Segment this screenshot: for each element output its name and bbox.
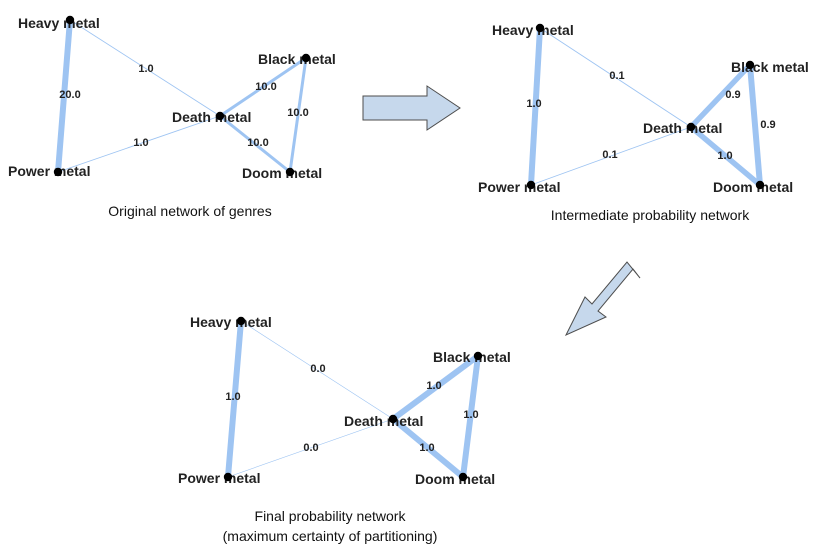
edge-weight-label: 20.0 bbox=[59, 89, 80, 101]
node-label-power-metal: Power metal bbox=[478, 179, 560, 195]
node-power-metal bbox=[53, 167, 63, 177]
node-label-black-metal: Black metal bbox=[433, 349, 511, 365]
edge-weight-label: 0.0 bbox=[303, 442, 318, 454]
edge-black-metal-doom-metal bbox=[747, 62, 763, 188]
edge-death-metal-doom-metal bbox=[688, 124, 763, 188]
edge-heavy-metal-power-metal bbox=[225, 318, 244, 480]
network-caption: (maximum certainty of partitioning) bbox=[223, 528, 438, 544]
node-heavy-metal bbox=[236, 316, 246, 326]
edge-heavy-metal-death-metal bbox=[240, 320, 394, 420]
network-caption: Original network of genres bbox=[108, 203, 271, 219]
edge-heavy-metal-power-metal bbox=[55, 17, 73, 175]
node-label-death-metal: Death metal bbox=[344, 413, 423, 429]
node-heavy-metal bbox=[65, 15, 75, 25]
node-black-metal bbox=[473, 351, 483, 361]
edge-weight-label: 0.9 bbox=[760, 119, 775, 131]
node-black-metal bbox=[745, 60, 755, 70]
node-label-death-metal: Death metal bbox=[643, 120, 722, 136]
edge-weight-label: 0.1 bbox=[609, 70, 624, 82]
node-label-doom-metal: Doom metal bbox=[415, 471, 495, 487]
edge-death-metal-black-metal bbox=[390, 353, 481, 422]
edge-death-metal-black-metal bbox=[688, 62, 753, 130]
edge-weight-label: 0.0 bbox=[310, 363, 325, 375]
edge-weight-label: 1.0 bbox=[426, 380, 441, 392]
node-death-metal bbox=[215, 111, 225, 121]
edge-weight-label: 0.1 bbox=[602, 149, 617, 161]
edge-heavy-metal-death-metal bbox=[69, 19, 221, 117]
edge-weight-label: 1.0 bbox=[133, 137, 148, 149]
edge-weight-label: 0.9 bbox=[725, 89, 740, 101]
node-label-power-metal: Power metal bbox=[8, 163, 90, 179]
edge-weight-label: 10.0 bbox=[287, 107, 308, 119]
node-label-doom-metal: Doom metal bbox=[242, 165, 322, 181]
edge-death-metal-black-metal bbox=[218, 56, 308, 118]
edge-death-metal-doom-metal bbox=[218, 114, 292, 174]
edge-weight-label: 10.0 bbox=[255, 81, 276, 93]
edge-heavy-metal-death-metal bbox=[539, 27, 692, 128]
node-label-black-metal: Black metal bbox=[258, 51, 336, 67]
node-heavy-metal bbox=[535, 23, 545, 33]
edge-power-metal-death-metal bbox=[57, 115, 221, 173]
node-power-metal bbox=[526, 180, 536, 190]
node-label-death-metal: Death metal bbox=[172, 109, 251, 125]
edge-power-metal-death-metal bbox=[227, 418, 394, 478]
edge-weight-label: 1.0 bbox=[463, 409, 478, 421]
edge-black-metal-doom-metal bbox=[288, 56, 308, 174]
node-death-metal bbox=[686, 122, 696, 132]
edge-weight-label: 1.0 bbox=[526, 98, 541, 110]
edge-weight-label: 10.0 bbox=[247, 137, 268, 149]
edge-weight-label: 1.0 bbox=[225, 391, 240, 403]
network-caption: Final probability network bbox=[255, 508, 407, 524]
node-death-metal bbox=[388, 414, 398, 424]
node-label-heavy-metal: Heavy metal bbox=[18, 15, 100, 31]
edge-heavy-metal-power-metal bbox=[528, 25, 543, 188]
node-doom-metal bbox=[285, 167, 295, 177]
node-label-heavy-metal: Heavy metal bbox=[190, 314, 272, 330]
node-label-black-metal: Black metal bbox=[731, 59, 809, 75]
node-label-heavy-metal: Heavy metal bbox=[492, 22, 574, 38]
node-doom-metal bbox=[458, 472, 468, 482]
edge-weight-label: 1.0 bbox=[419, 442, 434, 454]
edge-power-metal-death-metal bbox=[530, 126, 692, 186]
right-arrow-icon bbox=[362, 85, 461, 131]
edge-death-metal-doom-metal bbox=[390, 416, 466, 480]
node-label-doom-metal: Doom metal bbox=[713, 179, 793, 195]
down-left-arrow-icon bbox=[564, 261, 641, 337]
node-power-metal bbox=[223, 472, 233, 482]
node-doom-metal bbox=[755, 180, 765, 190]
network-caption: Intermediate probability network bbox=[551, 207, 750, 223]
node-label-power-metal: Power metal bbox=[178, 470, 260, 486]
edge-black-metal-doom-metal bbox=[460, 353, 481, 480]
node-black-metal bbox=[301, 53, 311, 63]
edge-weight-label: 1.0 bbox=[138, 63, 153, 75]
edge-weight-label: 1.0 bbox=[717, 150, 732, 162]
